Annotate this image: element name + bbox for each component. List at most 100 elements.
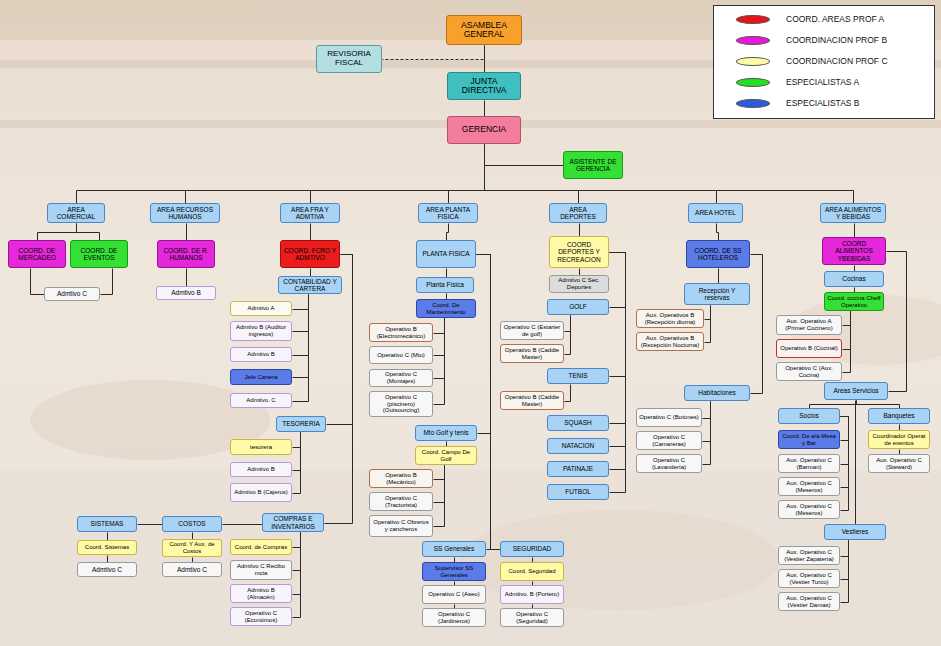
connector bbox=[703, 402, 711, 419]
org-box: Admtivo B (Almacén) bbox=[230, 584, 292, 603]
box-label: Operativo C (Seguridad) bbox=[503, 611, 561, 624]
org-box: ASAMBLEA GENERAL bbox=[446, 15, 522, 45]
org-box: Operativo B (Caddie Master) bbox=[500, 391, 564, 410]
box-label: Operativo C (Mto) bbox=[377, 352, 425, 359]
box-label: Operativo C (Lavandería) bbox=[639, 457, 699, 470]
org-box: COORD. FCRO Y ADMTIVO bbox=[280, 240, 340, 268]
org-box: Admtivo B bbox=[156, 286, 216, 300]
org-box: AREA FRA Y ADMTIVA bbox=[280, 203, 340, 223]
connector bbox=[434, 319, 445, 334]
legend-row: COORDINACION PROF B bbox=[714, 33, 934, 49]
connector bbox=[383, 46, 485, 60]
connector bbox=[485, 145, 717, 204]
org-box: Coord. cocina Cheff Operativo bbox=[824, 292, 884, 311]
connector bbox=[186, 269, 187, 287]
connector bbox=[841, 417, 849, 441]
box-label: AREA RECURSOS HUMANOS bbox=[153, 206, 217, 220]
box-label: PATINAJE bbox=[563, 465, 593, 472]
legend-row: COORDINACION PROF C bbox=[714, 54, 934, 70]
connector bbox=[434, 466, 445, 503]
org-box: SS Generales bbox=[422, 541, 486, 557]
org-box: ASISTENTE DE GERENCIA bbox=[563, 151, 623, 179]
box-label: Socios bbox=[799, 412, 819, 419]
box-label: PLANTA FISICA bbox=[422, 250, 469, 257]
org-box: SEGURIDAD bbox=[500, 541, 564, 557]
box-label: Recepción Y reservas bbox=[687, 287, 747, 301]
org-box: Aux. Operativo C (Steward) bbox=[868, 454, 930, 473]
connector bbox=[434, 319, 445, 356]
org-box: Aux. Operativo C (Vestier Damas) bbox=[778, 592, 840, 611]
connector bbox=[434, 466, 445, 480]
box-label: ASAMBLEA GENERAL bbox=[449, 21, 519, 40]
connector bbox=[477, 255, 491, 434]
box-label: SQUASH bbox=[564, 419, 591, 426]
connector bbox=[841, 417, 849, 488]
box-label: Operativo C (piscinero) (Outsourcing) bbox=[372, 394, 430, 414]
connector bbox=[610, 253, 626, 470]
connector bbox=[293, 533, 301, 548]
box-label: Coord. De a/a Mesa y Bar bbox=[781, 433, 837, 446]
box-label: Coord. Seguridad bbox=[508, 568, 555, 575]
connector bbox=[565, 316, 571, 332]
legend-row: ESPECIALISTAS A bbox=[714, 75, 934, 91]
box-label: Jefe Cartera bbox=[244, 374, 277, 381]
org-box: Coord. De Mantenimiento bbox=[416, 299, 476, 318]
connector bbox=[841, 541, 849, 580]
connector bbox=[841, 417, 849, 465]
connector bbox=[843, 312, 851, 373]
org-box: Coord. de Compras bbox=[230, 539, 292, 555]
connector bbox=[186, 224, 187, 241]
legend-text: COORDINACION PROF C bbox=[786, 56, 888, 66]
connector bbox=[484, 101, 485, 117]
org-box: PATINAJE bbox=[547, 461, 609, 477]
org-box: AREA PLANTA FISICA bbox=[418, 203, 478, 223]
org-box: Operativo C (Lavandería) bbox=[636, 454, 702, 473]
org-box: TESORERIA bbox=[276, 416, 326, 432]
legend-text: COORD. AREAS PROF A bbox=[786, 14, 884, 24]
org-box: Jefe Cartera bbox=[230, 369, 292, 385]
org-box: Coord. De a/a Mesa y Bar bbox=[778, 430, 840, 449]
legend-box: COORD. AREAS PROF A COORDINACION PROF B CO… bbox=[713, 5, 935, 119]
org-box: Coord. Y Aux. de Costos bbox=[162, 539, 222, 557]
box-label: Aux. Operativo C (Vestier Zapatería) bbox=[781, 549, 837, 562]
box-label: COMPRAS E INVENTARIOS bbox=[265, 515, 321, 529]
connector bbox=[101, 269, 113, 295]
box-label: GERENCIA bbox=[462, 125, 506, 134]
org-box: COORD ALIMENTOS YBEBIDAS bbox=[822, 237, 886, 265]
connector bbox=[841, 541, 849, 557]
box-label: Banquetes bbox=[883, 412, 914, 419]
connector bbox=[718, 269, 719, 284]
box-label: Coord. De Mantenimiento bbox=[419, 302, 473, 315]
connector bbox=[293, 295, 309, 378]
org-box: Operativo C (Jardineros) bbox=[422, 608, 486, 627]
box-label: Coord. Sistemas bbox=[85, 544, 129, 551]
org-box: Operativo C (Camareras) bbox=[636, 431, 702, 450]
box-label: Admtivo C bbox=[57, 290, 87, 297]
box-label: AREA COMERCIAL bbox=[50, 206, 102, 220]
floor bbox=[0, 470, 941, 646]
legend-text: COORDINACION PROF B bbox=[786, 35, 887, 45]
org-box: NATACION bbox=[547, 438, 609, 454]
connector bbox=[579, 224, 580, 237]
org-box: GOLF bbox=[547, 299, 609, 315]
box-label: COORD. DE SS HOTELEROS bbox=[689, 247, 747, 261]
org-box: Operativo C (Mto) bbox=[369, 346, 433, 364]
org-box: REVISORIA FISCAL bbox=[316, 45, 382, 73]
connector bbox=[610, 253, 626, 447]
box-label: Operativo C (Camareras) bbox=[639, 434, 699, 447]
box-label: Admtivo C bbox=[92, 566, 122, 573]
org-box: Aux. Operativo C (Meseros) bbox=[778, 500, 840, 519]
box-label: Vestieres bbox=[842, 528, 869, 535]
legend-row: COORD. AREAS PROF A bbox=[714, 12, 934, 28]
org-box: tesorera bbox=[230, 439, 292, 455]
org-box: Operativo B (Caddie Master) bbox=[500, 344, 564, 363]
org-box: Cocinas bbox=[824, 271, 884, 287]
org-box: FUTBOL bbox=[547, 484, 609, 500]
box-label: AREA DEPORTES bbox=[552, 206, 604, 220]
org-box: Aux. Operativo C (Meseros) bbox=[778, 477, 840, 496]
box-label: Admtivo C Sec. Deportes bbox=[552, 277, 606, 290]
box-label: Admtivo B bbox=[247, 351, 274, 358]
box-label: SEGURIDAD bbox=[513, 545, 552, 552]
org-box: AREA COMERCIAL bbox=[47, 203, 105, 223]
legend-swatch bbox=[736, 99, 770, 108]
